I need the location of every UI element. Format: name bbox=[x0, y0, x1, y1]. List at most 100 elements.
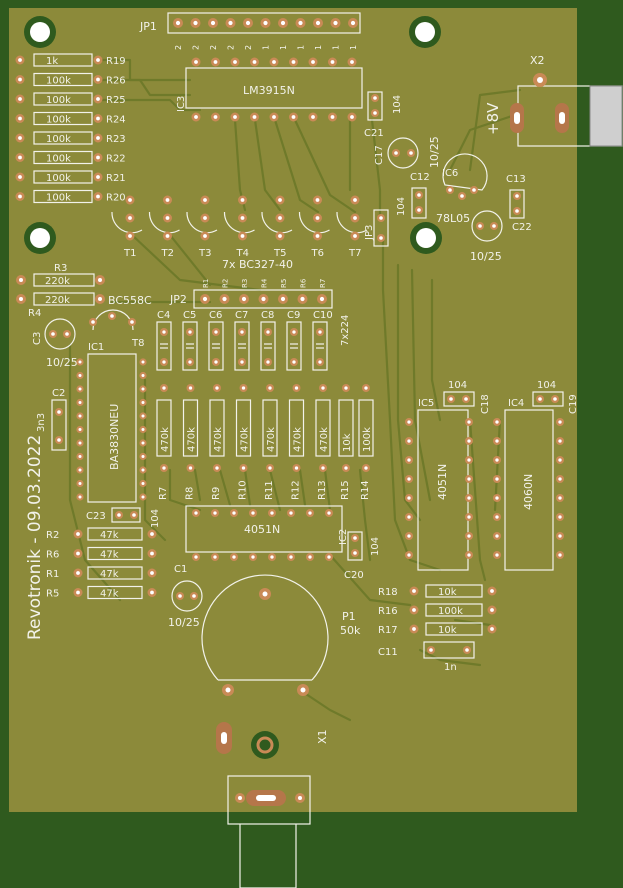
ic4-part: 4060N bbox=[522, 474, 535, 510]
c11-capacitor: C11 1n bbox=[378, 641, 475, 673]
resistor-value: 100k bbox=[46, 95, 71, 106]
mounting-holes bbox=[24, 16, 442, 759]
resistor-ref: R9 bbox=[211, 487, 222, 500]
resistor-ref: R18 bbox=[378, 587, 398, 598]
resistor-ref: R25 bbox=[106, 95, 126, 106]
resistor-ref: R8 bbox=[185, 487, 196, 500]
c17-value: 10/25 bbox=[428, 136, 441, 168]
jp2-pin-label: R6 bbox=[300, 278, 308, 288]
resistor-value: 100k bbox=[362, 427, 373, 452]
ic1-part: BA3830NEU bbox=[108, 404, 121, 470]
transistor: T4 bbox=[223, 195, 255, 259]
jp1-label: JP1 bbox=[139, 20, 157, 33]
jp2-pin-label: R1 bbox=[202, 279, 210, 288]
resistor-value: 470k bbox=[160, 427, 171, 452]
c17-ref: C17 bbox=[374, 145, 385, 165]
c2-capacitor: C2 3n3 bbox=[36, 388, 67, 451]
capacitor-ref: C6 bbox=[209, 310, 222, 321]
jp1-pin-number: 2 bbox=[227, 45, 236, 50]
resistor-ref: R10 bbox=[238, 480, 249, 500]
capacitor-ref: C7 bbox=[235, 310, 248, 321]
resistor-value: 470k bbox=[213, 427, 224, 452]
r4-ref: R4 bbox=[28, 308, 41, 319]
resistor-value: 10k bbox=[342, 433, 353, 452]
ic6-ref: IC6 bbox=[442, 168, 458, 179]
c21-value: 104 bbox=[392, 95, 403, 114]
x1-connector: X1 bbox=[216, 722, 329, 888]
jp1-pin-number: 1 bbox=[297, 45, 306, 50]
jp1-pin-number: 2 bbox=[192, 45, 201, 50]
power-label: +8V bbox=[484, 102, 502, 135]
transistor: T5 bbox=[261, 195, 293, 259]
resistor: 10k R17 bbox=[378, 622, 497, 636]
author-text: Revotronik - 09.03.2022 bbox=[25, 435, 45, 640]
ic5-ref: IC5 bbox=[418, 398, 434, 409]
resistor-ref: R6 bbox=[46, 550, 59, 561]
c23-ref: C23 bbox=[86, 511, 106, 522]
ic3-outline bbox=[185, 67, 363, 109]
resistor-ref: R12 bbox=[291, 480, 302, 500]
resistor-ref: R17 bbox=[378, 625, 398, 636]
c20-capacitor: C20 104 bbox=[344, 531, 381, 581]
transistor-ref: T3 bbox=[198, 248, 211, 259]
ic2-ref: IC2 bbox=[338, 529, 349, 545]
resistor-value: 100k bbox=[46, 76, 71, 87]
ic1-ref: IC1 bbox=[88, 342, 104, 353]
resistor-value: 47k bbox=[100, 589, 119, 600]
c1-capacitor: C1 10/25 bbox=[168, 564, 203, 629]
copper-traces bbox=[68, 58, 522, 722]
ic4-ref: IC4 bbox=[508, 398, 524, 409]
resistor-value: 100k bbox=[438, 606, 463, 617]
transistor: T6 bbox=[298, 195, 330, 259]
c12-ref: C12 bbox=[410, 172, 430, 183]
ic5-part: 4051N bbox=[436, 464, 449, 500]
transistor: T3 bbox=[186, 195, 218, 259]
resistor-value: 1k bbox=[46, 56, 58, 67]
jp1-outline bbox=[167, 12, 361, 34]
ic2-chip: 4051N IC2 bbox=[185, 505, 349, 561]
jp2-pin-label: R4 bbox=[261, 278, 269, 288]
jp2-pin-label: R7 bbox=[319, 279, 327, 288]
x2-power-connector: X2 +8V bbox=[484, 54, 623, 147]
jp1-pin-number: 1 bbox=[332, 45, 341, 50]
resistor: 47k R5 bbox=[46, 585, 157, 600]
c23-capacitor: C23 104 bbox=[86, 507, 161, 528]
ic3-part: LM3915N bbox=[243, 84, 295, 97]
r4-value: 220k bbox=[45, 295, 70, 306]
resistor-value: 100k bbox=[46, 134, 71, 145]
transistor-ref: T2 bbox=[161, 248, 174, 259]
jp1-pin-number: 2 bbox=[209, 45, 218, 50]
ic2-part: 4051N bbox=[244, 523, 280, 536]
c1-value: 10/25 bbox=[168, 616, 200, 629]
caps-row-value: 7x224 bbox=[340, 315, 351, 346]
resistor-value: 47k bbox=[100, 569, 119, 580]
r3-r4-resistors: 220k R3 220k R4 BC558C bbox=[16, 263, 152, 319]
transistor-ref: T4 bbox=[236, 248, 249, 259]
resistor-ref: R26 bbox=[106, 76, 126, 87]
ic3-chip: LM3915N IC3 bbox=[176, 57, 363, 122]
capacitor-ref: C5 bbox=[183, 310, 196, 321]
transistor: T2 bbox=[148, 195, 180, 259]
resistor-value: 10k bbox=[438, 625, 457, 636]
transistor-ref: T1 bbox=[123, 248, 136, 259]
resistor-value: 100k bbox=[46, 193, 71, 204]
p1-value: 50k bbox=[340, 624, 361, 637]
capacitor: C6 bbox=[208, 310, 224, 371]
resistor-ref: R5 bbox=[46, 589, 59, 600]
capacitor-ref: C10 bbox=[313, 310, 333, 321]
